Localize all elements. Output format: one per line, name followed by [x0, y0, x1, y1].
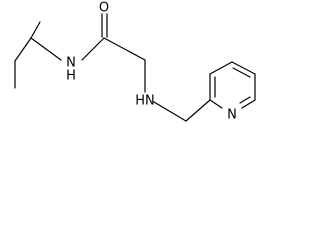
bond-amine-ch2	[153, 101, 187, 122]
amine-label: HN	[135, 94, 155, 109]
amide-nitrogen-label: N	[66, 56, 76, 71]
bond-lines	[14, 13, 256, 122]
structure-diagram: O N H HN N	[14, 1, 256, 123]
molecule-svg: O N H HN N	[14, 1, 256, 123]
amide-oxygen-label: O	[99, 1, 109, 16]
bond-methyl-ch	[30, 21, 41, 39]
bond-ch2-ring	[185, 99, 211, 122]
ring-c4-c5	[231, 61, 256, 75]
amide-nitrogen-h-label: H	[66, 69, 76, 84]
bond-ch-ethyl	[14, 37, 32, 62]
ring-n-c2	[209, 99, 223, 109]
bond-carbonyl-ch2	[103, 37, 146, 61]
ring-c6-n	[241, 99, 256, 109]
bond-nh-carbonyl	[81, 37, 105, 61]
atom-labels: O N H HN N	[66, 1, 237, 123]
ring-c3-c4	[209, 61, 233, 75]
bond-ch-nh	[30, 37, 62, 61]
ring-inner-c4-c5	[232, 67, 251, 78]
ring-inner-c6-n	[239, 96, 251, 104]
pyridine-nitrogen-label: N	[227, 108, 237, 123]
